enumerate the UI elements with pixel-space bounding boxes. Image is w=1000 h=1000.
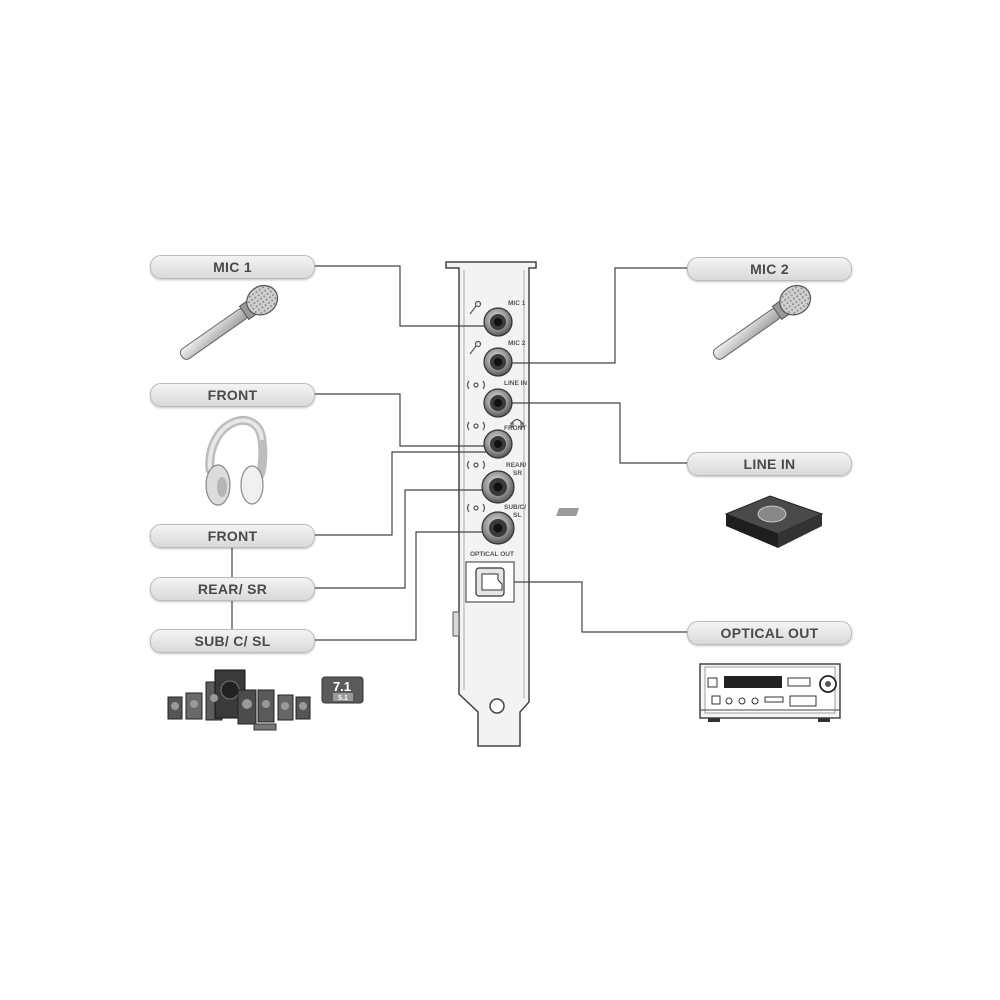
label-mic1: MIC 1 bbox=[150, 255, 315, 279]
mic-small-icon bbox=[469, 340, 482, 355]
line-rear bbox=[313, 489, 488, 589]
label-sub-c-sl: SUB/ C/ SL bbox=[150, 629, 315, 653]
bracket-label-line-in: LINE IN bbox=[504, 380, 527, 387]
optical-port bbox=[465, 561, 515, 603]
jack-front bbox=[483, 429, 513, 459]
jack-mic1 bbox=[483, 307, 513, 337]
av-receiver-icon bbox=[699, 663, 841, 722]
line-line-in bbox=[508, 402, 688, 464]
bracket-label-mic1: MIC 1 bbox=[508, 300, 526, 307]
badge-7-1: 7.1 bbox=[333, 679, 351, 694]
bracket-label-mic2: MIC 2 bbox=[508, 340, 526, 347]
bracket-label-sub-1: SUB/C/ bbox=[504, 504, 526, 511]
bracket-label-rear-1: REAR/ bbox=[506, 462, 526, 469]
headphones-icon bbox=[205, 416, 268, 506]
badge-5-1: 5.1 bbox=[338, 695, 348, 702]
line-optical bbox=[512, 581, 688, 633]
surround-badge: 7.1 5.1 bbox=[321, 676, 364, 704]
headphone-small-icon bbox=[510, 418, 524, 428]
connection-lines bbox=[231, 265, 688, 641]
label-optical-out: OPTICAL OUT bbox=[687, 621, 852, 645]
bracket-labels: MIC 1 MIC 2 LINE IN FRONT REAR/ SR SUB/C… bbox=[470, 300, 527, 558]
bracket-label-front: FRONT bbox=[504, 425, 526, 432]
audio-line-icon bbox=[466, 460, 486, 470]
jack-side-icons bbox=[466, 300, 524, 513]
audio-line-icon bbox=[466, 380, 486, 390]
bracket-label-optical: OPTICAL OUT bbox=[470, 551, 514, 558]
line-front-speaker bbox=[313, 451, 488, 536]
jack-mic2 bbox=[483, 347, 513, 377]
audio-line-icon bbox=[466, 503, 486, 513]
microphone-icon bbox=[179, 284, 279, 360]
mounting-hole bbox=[489, 698, 505, 714]
microphone-icon bbox=[712, 284, 812, 360]
speaker-system-icon bbox=[167, 669, 311, 731]
label-front-headphone: FRONT bbox=[150, 383, 315, 407]
label-front-speaker: FRONT bbox=[150, 524, 315, 548]
media-player-icon bbox=[556, 495, 824, 548]
jack-rear bbox=[481, 470, 515, 504]
label-mic2: MIC 2 bbox=[687, 257, 852, 281]
mic-small-icon bbox=[469, 300, 482, 315]
bracket-label-rear-2: SR bbox=[513, 470, 522, 477]
bracket-label-sub-2: SL bbox=[513, 512, 521, 519]
line-mic2 bbox=[508, 267, 688, 364]
line-sub bbox=[313, 531, 488, 641]
audio-line-icon bbox=[466, 421, 486, 431]
jack-line-in bbox=[483, 388, 513, 418]
line-mic1 bbox=[313, 265, 488, 327]
label-line-in: LINE IN bbox=[687, 452, 852, 476]
line-front-headphone bbox=[313, 393, 488, 447]
label-rear-sr: REAR/ SR bbox=[150, 577, 315, 601]
jack-sub bbox=[481, 511, 515, 545]
